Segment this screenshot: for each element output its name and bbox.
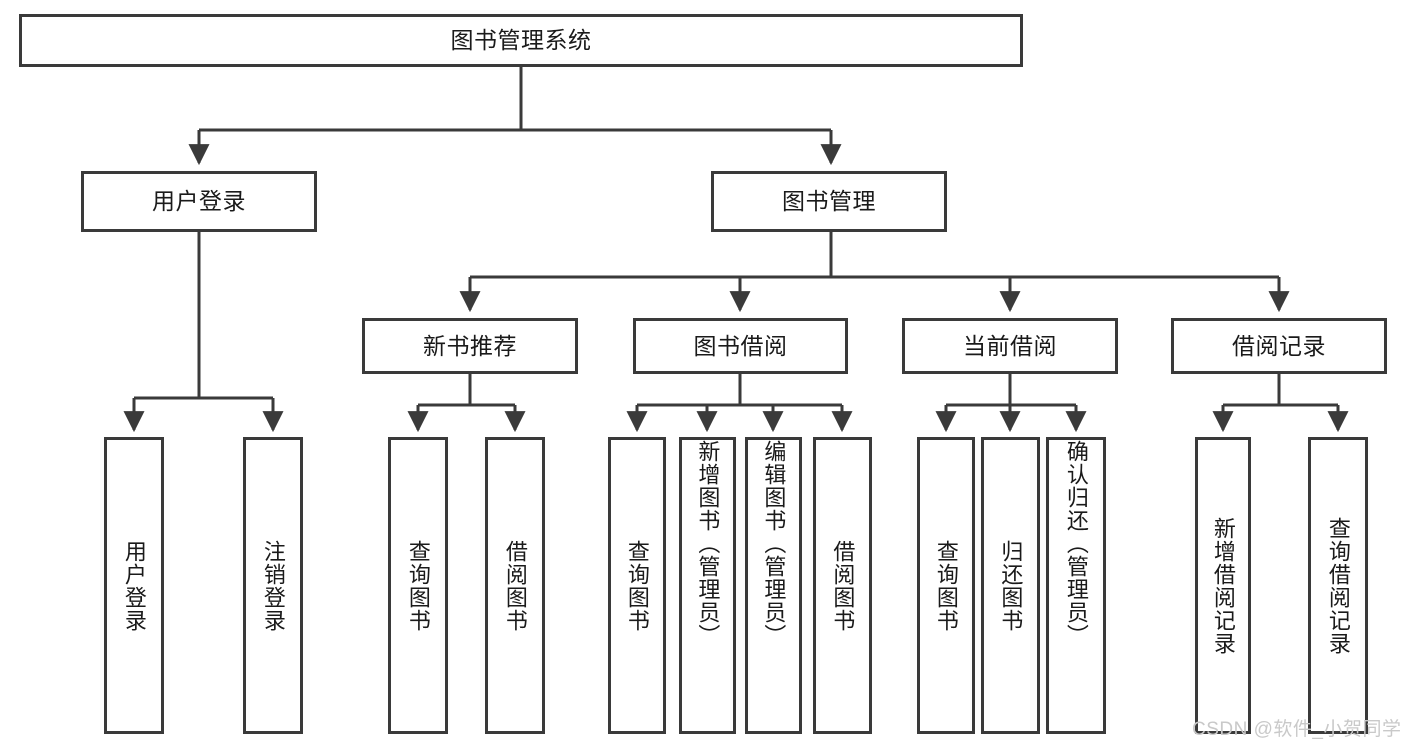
node-user-login[interactable]: 用户登录 — [81, 171, 317, 232]
node-leaf-user-login[interactable]: 用户登录 — [104, 437, 164, 734]
node-user-login-label: 用户登录 — [152, 188, 246, 215]
node-leaf-user-login-label: 用户登录 — [121, 539, 147, 632]
node-root-label: 图书管理系统 — [450, 27, 592, 54]
node-borrow-records[interactable]: 借阅记录 — [1171, 318, 1387, 374]
node-new-book-recommend[interactable]: 新书推荐 — [362, 318, 578, 374]
node-leaf-query-borrow-record-label: 查询借阅记录 — [1325, 516, 1351, 655]
node-borrow-records-label: 借阅记录 — [1232, 332, 1326, 359]
node-new-book-recommend-label: 新书推荐 — [423, 332, 517, 359]
node-leaf-query-books-current-label: 查询图书 — [933, 539, 959, 632]
node-leaf-add-book[interactable]: 新增图书（管理员） — [679, 437, 736, 734]
node-book-borrow[interactable]: 图书借阅 — [633, 318, 848, 374]
node-leaf-query-books-current[interactable]: 查询图书 — [917, 437, 975, 734]
node-leaf-add-borrow-record-label: 新增借阅记录 — [1210, 516, 1236, 655]
node-book-management-label: 图书管理 — [782, 188, 876, 215]
csdn-watermark: CSDN @软件_小贺同学 — [1192, 719, 1402, 740]
node-leaf-confirm-return[interactable]: 确认归还（管理员） — [1046, 437, 1106, 734]
node-leaf-logout-login-label: 注销登录 — [260, 539, 286, 632]
node-leaf-logout-login[interactable]: 注销登录 — [243, 437, 303, 734]
node-leaf-edit-book-label: 编辑图书（管理员） — [761, 440, 787, 647]
node-current-borrow-label: 当前借阅 — [963, 332, 1057, 359]
node-leaf-query-books-recommend[interactable]: 查询图书 — [388, 437, 448, 734]
node-leaf-borrow-books-recommend-label: 借阅图书 — [502, 539, 528, 632]
node-leaf-query-books-borrow-label: 查询图书 — [624, 539, 650, 632]
node-leaf-edit-book[interactable]: 编辑图书（管理员） — [745, 437, 802, 734]
node-leaf-add-book-label: 新增图书（管理员） — [695, 440, 721, 647]
node-leaf-query-books-borrow[interactable]: 查询图书 — [608, 437, 666, 734]
node-leaf-query-books-recommend-label: 查询图书 — [405, 539, 431, 632]
node-leaf-add-borrow-record[interactable]: 新增借阅记录 — [1195, 437, 1251, 734]
node-leaf-borrow-book-label: 借阅图书 — [830, 539, 856, 632]
node-leaf-confirm-return-label: 确认归还（管理员） — [1063, 440, 1089, 647]
node-leaf-query-borrow-record[interactable]: 查询借阅记录 — [1308, 437, 1368, 734]
node-leaf-borrow-books-recommend[interactable]: 借阅图书 — [485, 437, 545, 734]
node-book-borrow-label: 图书借阅 — [693, 332, 788, 359]
node-leaf-return-book-label: 归还图书 — [998, 539, 1024, 632]
node-root[interactable]: 图书管理系统 — [19, 14, 1023, 67]
node-book-management[interactable]: 图书管理 — [711, 171, 947, 232]
node-current-borrow[interactable]: 当前借阅 — [902, 318, 1118, 374]
node-leaf-borrow-book[interactable]: 借阅图书 — [813, 437, 872, 734]
node-leaf-return-book[interactable]: 归还图书 — [981, 437, 1040, 734]
